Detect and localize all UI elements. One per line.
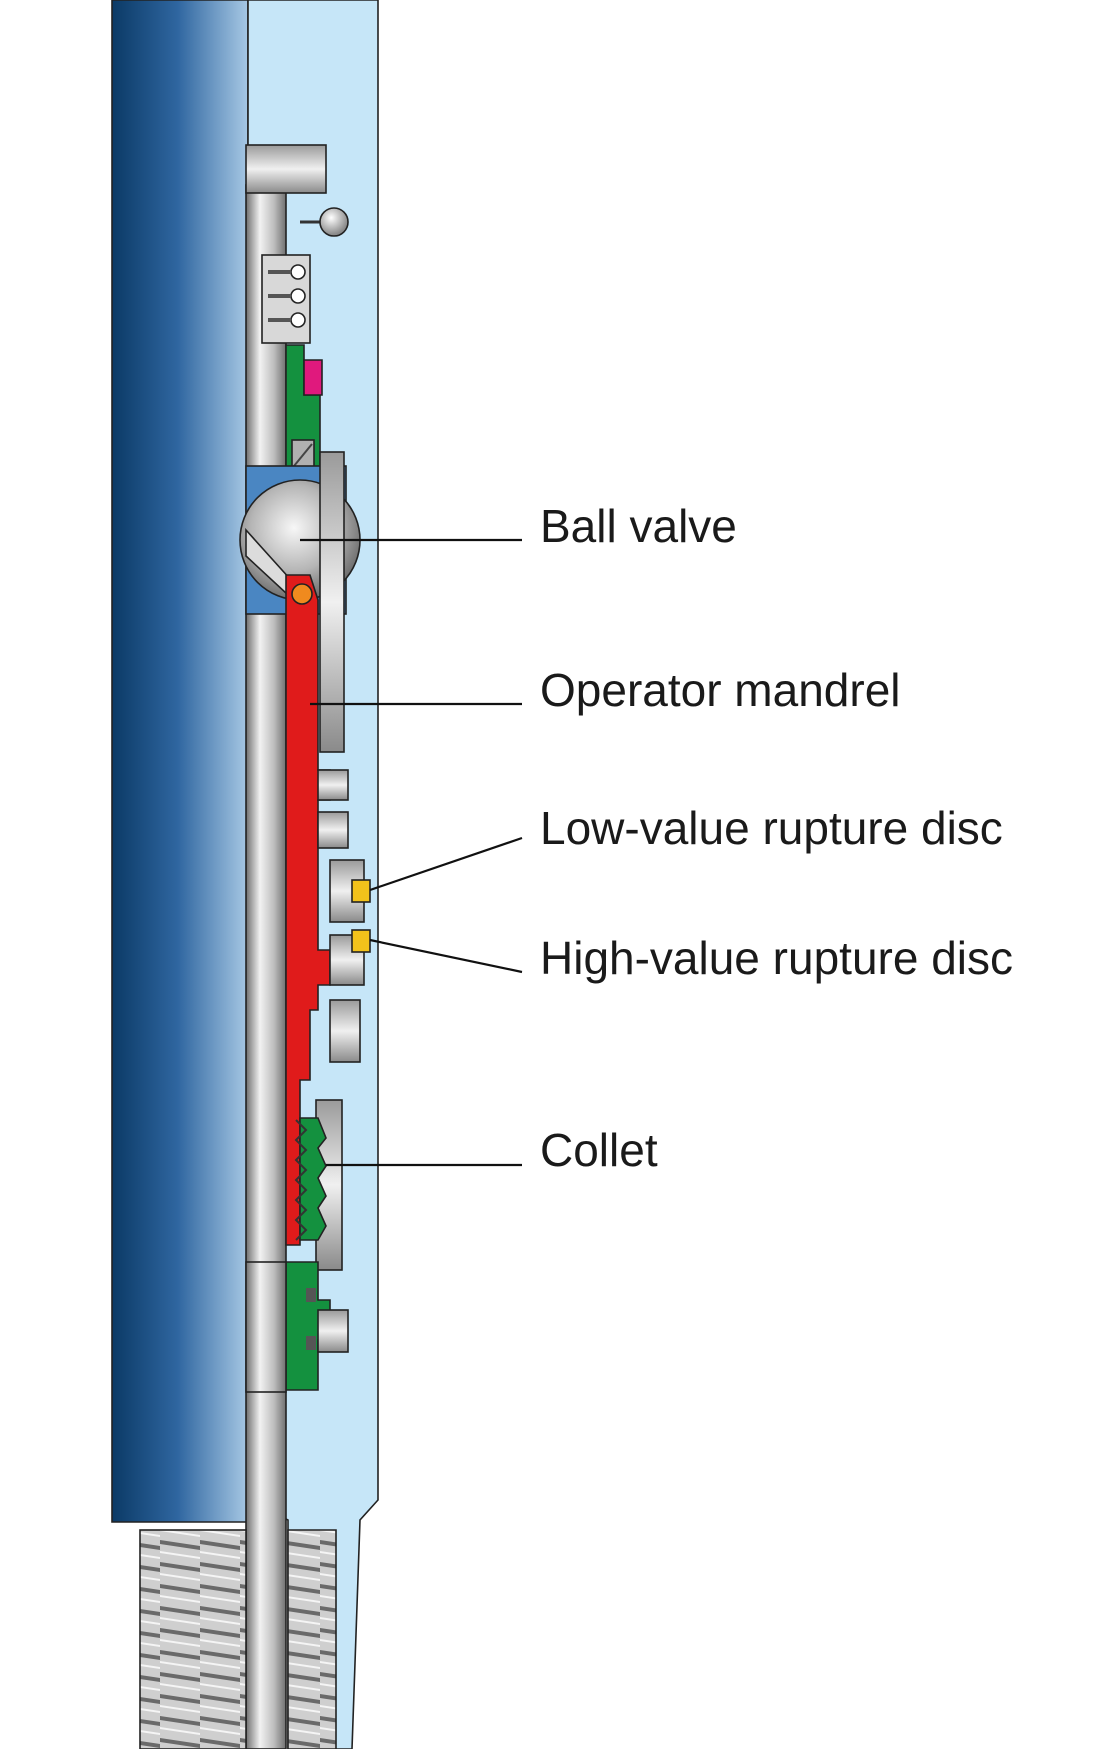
outer-housing	[111, 0, 260, 1523]
low-value-rupture-disc	[351, 879, 371, 903]
label-operator-mandrel: Operator mandrel	[540, 664, 901, 716]
high-value-rupture-disc	[351, 929, 371, 953]
label-ball-valve: Ball valve	[540, 500, 737, 552]
shear-pin-knob	[319, 207, 349, 237]
leader-high-value-disc	[369, 938, 523, 974]
bottom-thread	[139, 1529, 337, 1749]
actuator-pin	[291, 583, 313, 605]
spring-icon	[268, 264, 306, 328]
disc-housing	[317, 769, 365, 1063]
magenta-seal	[303, 359, 323, 396]
label-low-value-disc: Low-value rupture disc	[540, 802, 1003, 854]
lower-spacer	[245, 1261, 287, 1393]
valve-cage-plate	[319, 451, 345, 753]
label-collet: Collet	[540, 1124, 658, 1176]
leader-low-value-disc	[369, 836, 523, 892]
inner-mandrel	[245, 184, 287, 1749]
collet	[294, 1099, 343, 1271]
label-high-value-disc: High-value rupture disc	[540, 932, 1013, 984]
upper-sleeve	[245, 144, 327, 194]
